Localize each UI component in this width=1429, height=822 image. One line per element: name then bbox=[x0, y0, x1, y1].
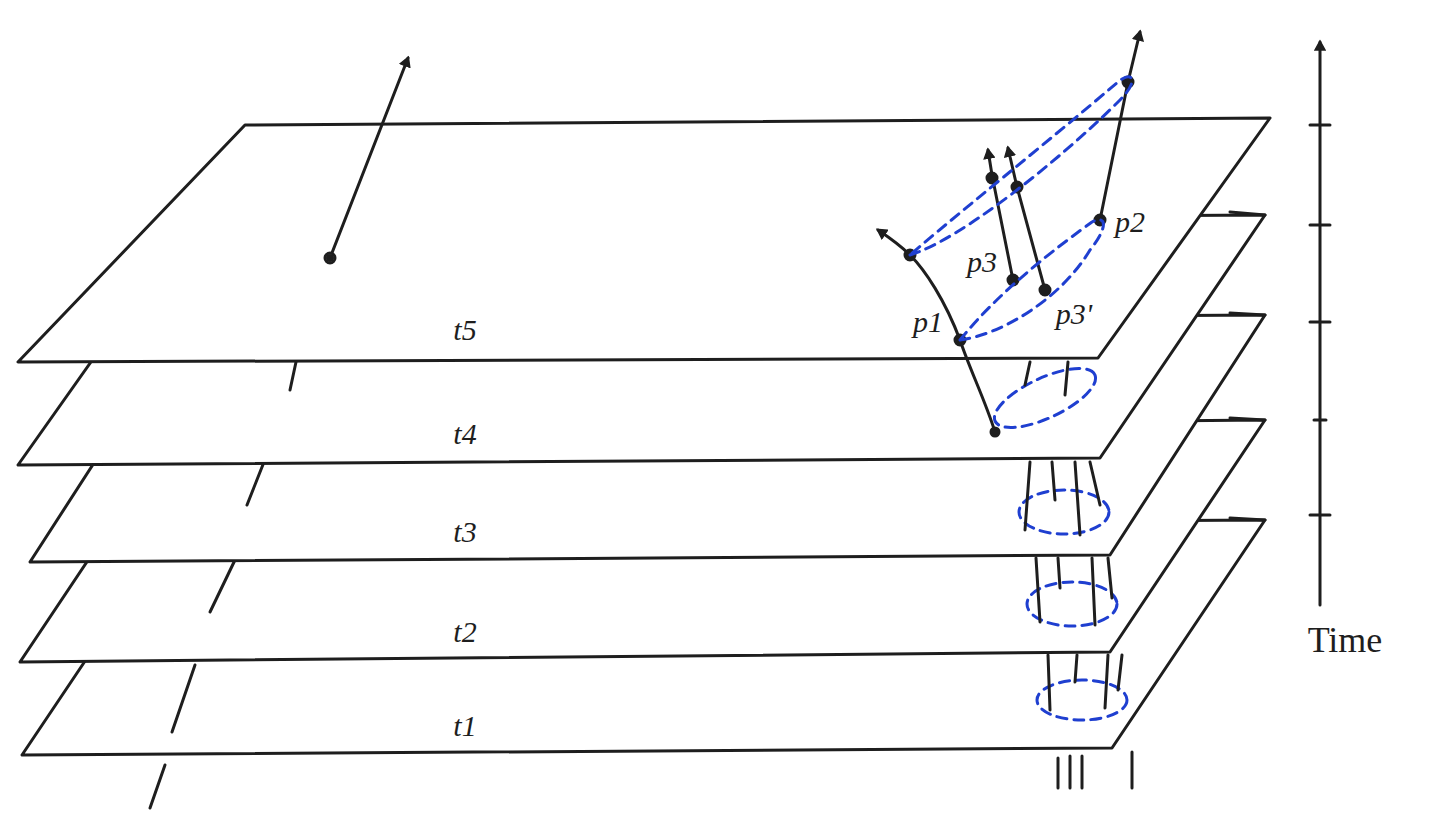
time-slice-label: t1 bbox=[453, 711, 476, 741]
point-label: p1 bbox=[913, 307, 943, 337]
point-label: p2 bbox=[1115, 207, 1145, 237]
time-slice-label: t3 bbox=[453, 517, 476, 547]
point-label: p3' bbox=[1056, 299, 1092, 329]
time-slice-label: t5 bbox=[453, 315, 476, 345]
axis-label: Time bbox=[1308, 622, 1383, 658]
time-slice-label: t2 bbox=[453, 617, 476, 647]
time-slice-label: t4 bbox=[453, 419, 476, 449]
point-label: p3 bbox=[967, 247, 997, 277]
